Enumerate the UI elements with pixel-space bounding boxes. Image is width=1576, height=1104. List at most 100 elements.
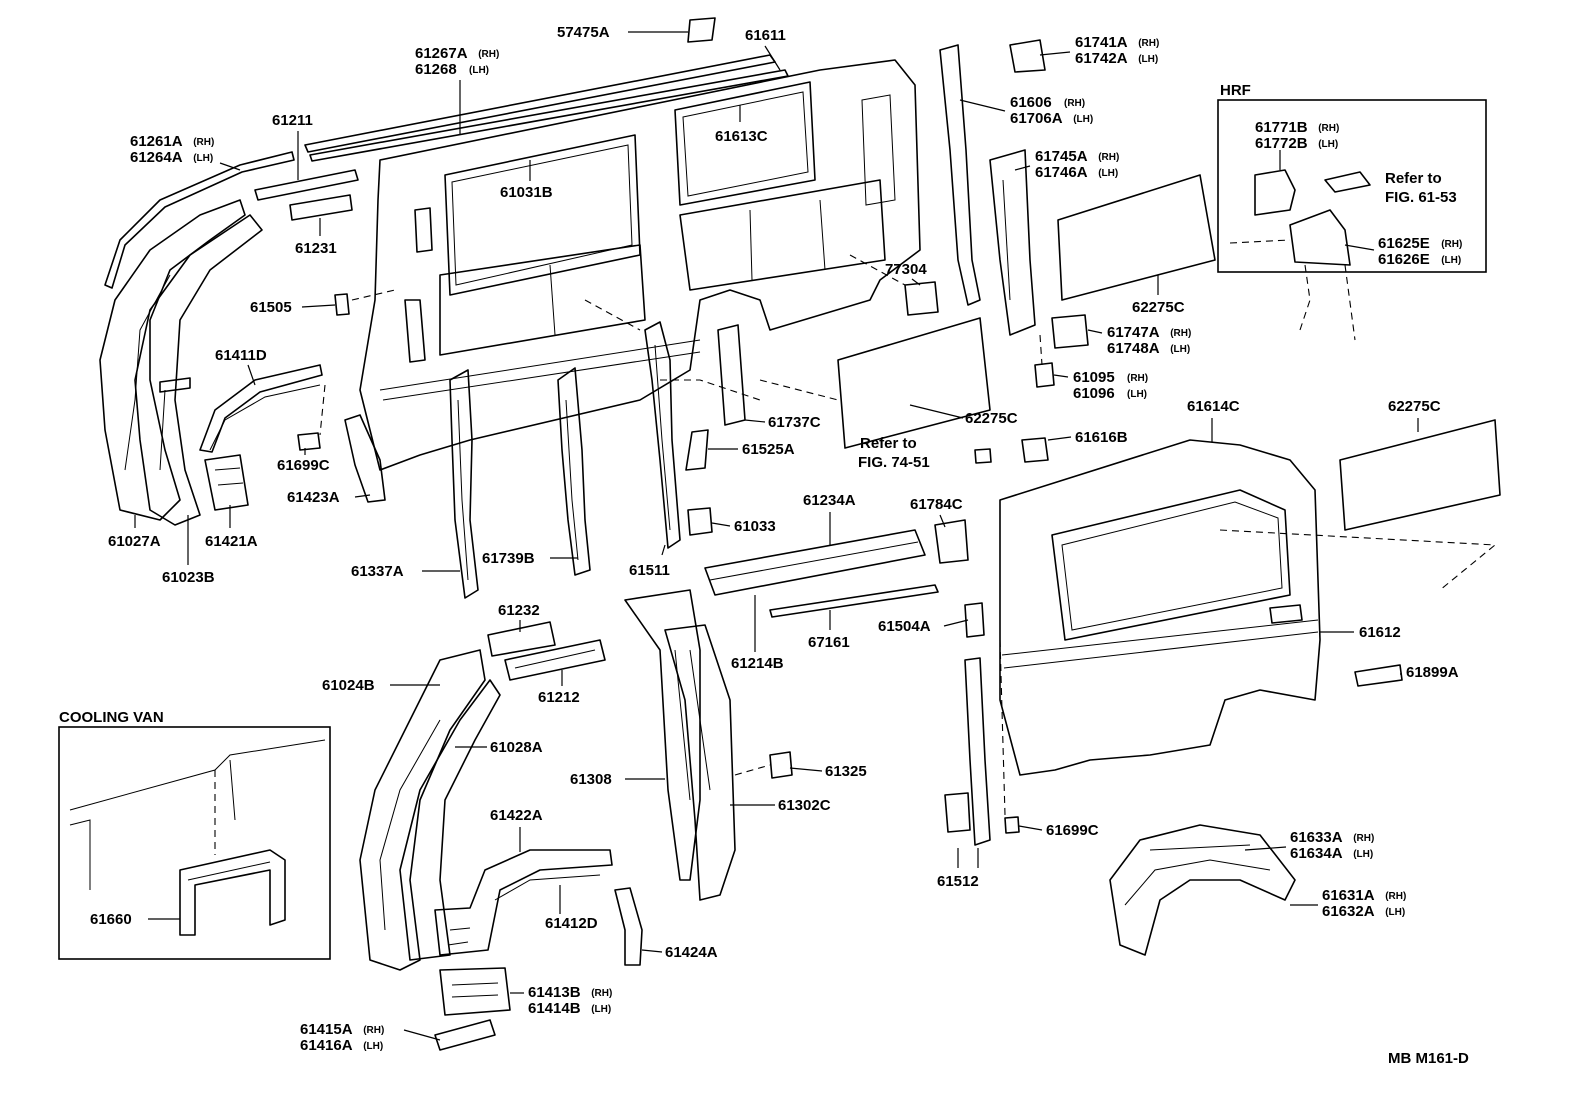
part-label-61699c: 61699C [277,448,330,474]
part-label-61095: 61095(RH)61096(LH) [1053,369,1148,402]
leader-line [911,278,921,286]
part-label-61739b: 61739B [482,550,578,567]
insulation-sheets [759,174,1501,591]
part-number: 61771B [1255,119,1308,136]
part-label-61413b: 61413B(RH)61414B(LH) [510,984,612,1017]
part-number: 61505 [250,299,292,316]
part-number: 67161 [808,634,850,651]
pillar-61512 [944,657,1020,846]
part-label-61412d: 61412D [545,885,598,932]
part-number: 57475A [557,24,610,41]
part-number: 61745A [1035,148,1088,165]
part-number: 61325 [825,763,867,780]
part-number: 61747A [1107,324,1160,341]
hrf-title: HRF [1220,82,1251,99]
part-number: 61095 [1073,369,1115,386]
leader-line [789,767,823,772]
side-suffix: (LH) [1073,114,1093,125]
ref-fig-61-53-line1: Refer to [1385,170,1442,187]
side-suffix: (RH) [193,137,214,148]
part-label-61232: 61232 [498,602,540,632]
part-label-61028a: 61028A [455,739,543,756]
rear-wheelhouse [1109,824,1296,956]
part-number: 61632A [1322,903,1375,920]
part-number: 61606 [1010,94,1052,111]
rocker-panels [704,519,985,638]
diagram-code: MB M161-D [1388,1050,1469,1067]
part-number: 61424A [665,944,718,961]
side-suffix: (RH) [1318,123,1339,134]
side-suffix: (LH) [1441,255,1461,266]
side-suffix: (LH) [363,1041,383,1052]
part-number: 62275C [965,410,1018,427]
part-number: 61414B [528,1000,581,1017]
part-number: 61634A [1290,845,1343,862]
leader-line [959,99,1006,112]
part-number: 61023B [162,569,215,586]
part-number: 61234A [803,492,856,509]
part-label-61234a: 61234A [803,492,856,545]
part-number: 61699C [277,457,330,474]
part-label-61784c: 61784C [910,496,963,528]
step-brackets [434,967,511,1051]
part-number: 61504A [878,618,931,635]
part-number: 61611 [745,27,786,44]
part-number: 61231 [295,240,337,257]
part-label-61337a: 61337A [351,563,460,580]
part-number: 61232 [498,602,540,619]
part-number: 61612 [1359,624,1401,641]
side-suffix: (LH) [1385,907,1405,918]
leader-line [301,304,336,308]
side-suffix: (RH) [363,1025,384,1036]
leader-line [1344,244,1375,251]
sill-plates [487,621,606,681]
side-suffix: (RH) [1098,152,1119,163]
part-label-61633a: 61633A(RH)61634A(LH) [1244,829,1374,862]
side-suffix: (RH) [1170,328,1191,339]
part-label-61231: 61231 [295,218,337,257]
part-label-61612: 61612 [1320,624,1401,641]
cooling-van-inset: COOLING VAN [58,709,331,960]
cooling-van-title: COOLING VAN [59,709,164,726]
part-number: 61741A [1075,34,1128,51]
leader-line [1087,329,1103,334]
part-label-61699c: 61699C [1018,822,1099,839]
part-label-61899a: 61899A [1400,664,1459,681]
part-label-61424a: 61424A [641,944,718,961]
part-number: 61416A [300,1037,353,1054]
part-label-61308: 61308 [570,771,665,788]
part-number: 61031B [500,184,553,201]
part-number: 61525A [742,441,795,458]
part-label-61613c: 61613C [715,105,768,145]
side-suffix: (LH) [1353,849,1373,860]
part-number: 61412D [545,915,598,932]
leader-line [1053,374,1069,378]
side-suffix: (LH) [1170,344,1190,355]
part-label-61261a: 61261A(RH)61264A(LH) [130,133,241,171]
part-label-62275c: 62275C [1388,398,1441,432]
leader-line [909,404,964,419]
part-drawings [99,17,1501,1051]
part-number: 77304 [885,261,927,278]
side-suffix: (RH) [1127,373,1148,384]
leader-line [661,544,666,556]
part-label-61027a: 61027A [108,515,161,550]
part-number: 61746A [1035,164,1088,181]
part-number: 61033 [734,518,776,535]
part-number: 61302C [778,797,831,814]
part-label-61771b: 61771B(RH)61772B(LH) [1255,119,1339,170]
leader-line [1039,51,1071,56]
part-number: 61699C [1046,822,1099,839]
b-pillar [449,369,479,599]
side-suffix: (LH) [1098,168,1118,179]
part-label-61023b: 61023B [162,515,215,586]
leader-line [943,619,969,627]
hrf-inset: HRF Refer to FIG. 61-53 [1217,82,1487,341]
part-number: 61511 [629,562,670,579]
side-suffix: (LH) [469,65,489,76]
part-number: 61211 [272,112,313,129]
side-suffix: (RH) [1353,833,1374,844]
part-label-61031b: 61031B [500,160,553,201]
